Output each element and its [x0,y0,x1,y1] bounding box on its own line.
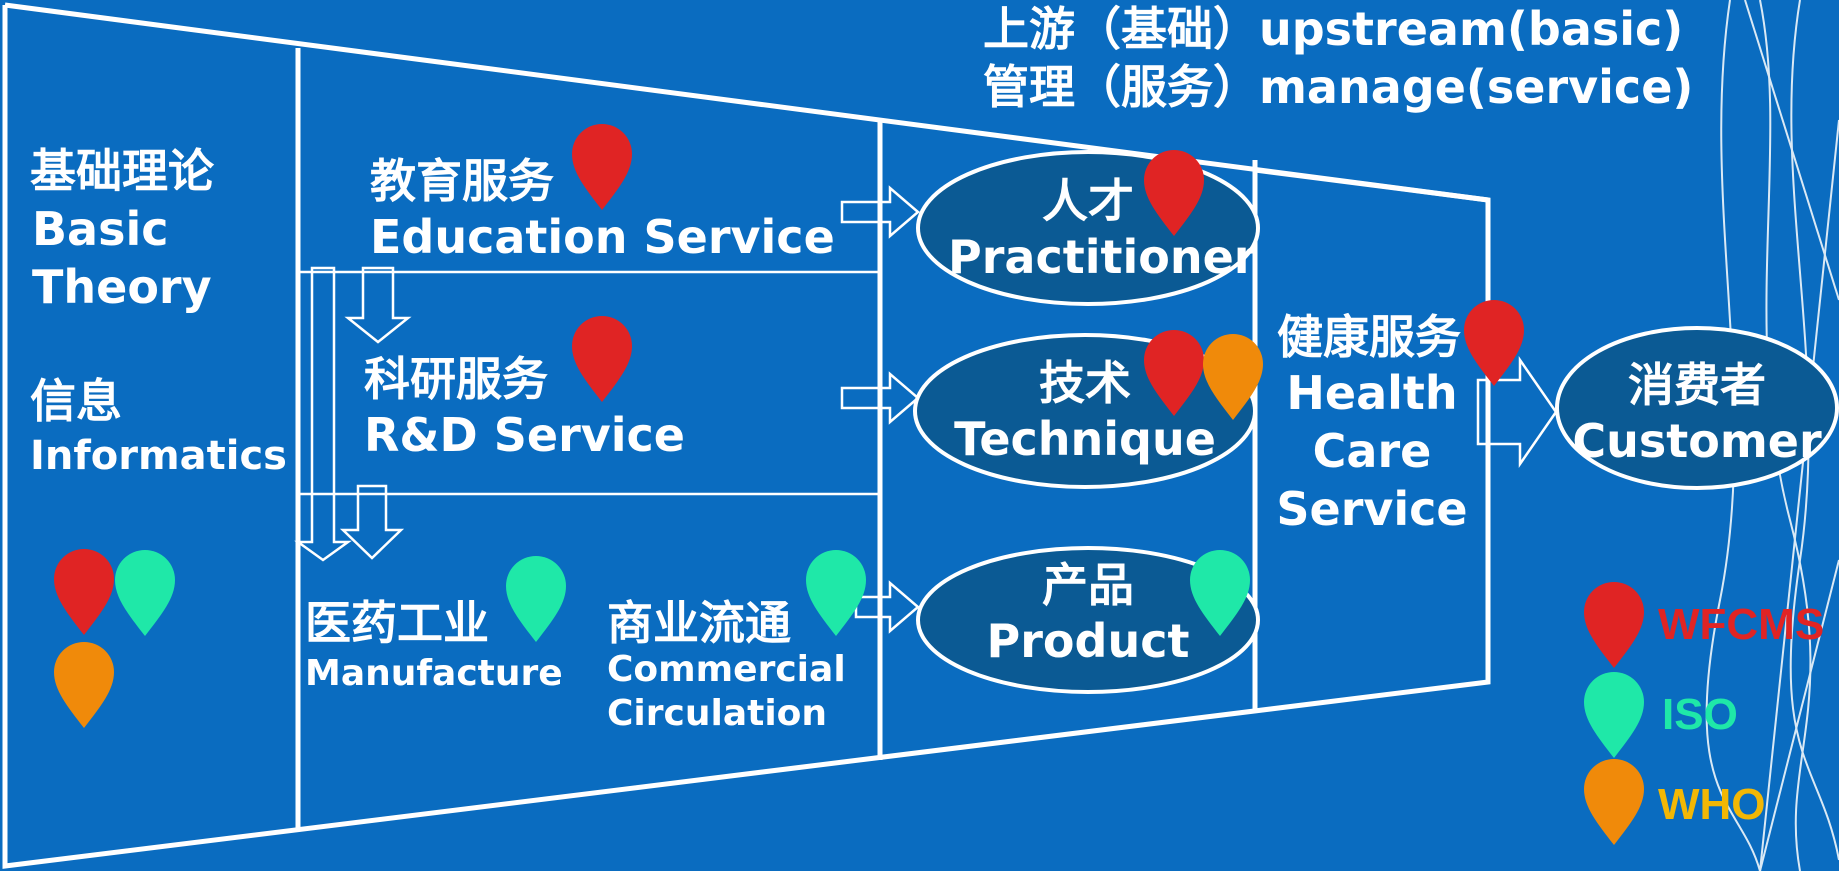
middle-dividers [300,270,880,496]
practitioner-cn: 人才 [1042,174,1134,228]
customer-en: Customer [1572,414,1822,468]
manufacture-cn: 医药工业 [305,596,489,650]
down-arrows [294,266,412,562]
health-care-en-1: Health [1286,366,1458,420]
header-line-upstream: 上游（基础）upstream(basic) [983,2,1684,56]
ovals [913,150,1839,694]
wfcms-pin-icon [54,549,114,635]
commercial-en-2: Circulation [607,693,828,734]
education-service-cn: 教育服务 [370,154,554,208]
product-en: Product [986,614,1190,668]
product-cn: 产品 [1042,558,1134,612]
health-care-en-2: Care [1312,424,1432,478]
informatics-cn: 信息 [30,374,122,428]
basic-theory-cn: 基础理论 [30,144,214,198]
iso-pin-icon [506,556,566,642]
informatics-en: Informatics [30,433,287,479]
iso-pin-icon [806,550,866,636]
legend-iso-label: ISO [1662,690,1738,739]
basic-theory-en-2: Theory [32,260,212,314]
oval-customer [1555,326,1839,490]
commercial-en-1: Commercial [607,649,846,690]
technique-en: Technique [954,412,1216,466]
health-care-cn: 健康服务 [1277,310,1461,364]
rd-service-en: R&D Service [364,408,685,462]
practitioner-en: Practitioner [948,230,1257,284]
legend-who-label: WHO [1658,780,1766,829]
wfcms-pin-icon [572,124,632,210]
legend-wfcms-pin-icon [1584,582,1644,668]
wfcms-pin-icon [572,316,632,402]
legend-who-pin-icon [1584,759,1644,845]
oval-product [916,546,1260,694]
right-arrows [840,185,1558,634]
technique-cn: 技术 [1039,356,1131,410]
education-service-en: Education Service [370,210,835,264]
rd-service-cn: 科研服务 [364,352,548,406]
commercial-cn: 商业流通 [607,596,791,650]
basic-theory-en-1: Basic [32,202,169,256]
customer-cn: 消费者 [1628,358,1766,412]
iso-pin-icon [115,550,175,636]
manufacture-en: Manufacture [305,653,563,694]
header-line-manage: 管理（服务）manage(service) [983,60,1694,114]
legend-iso-pin-icon [1584,672,1644,758]
health-care-en-3: Service [1276,482,1468,536]
legend-wfcms-label: WFCMS [1658,600,1825,649]
who-pin-icon [54,642,114,728]
decorative-curves [1705,0,1839,871]
